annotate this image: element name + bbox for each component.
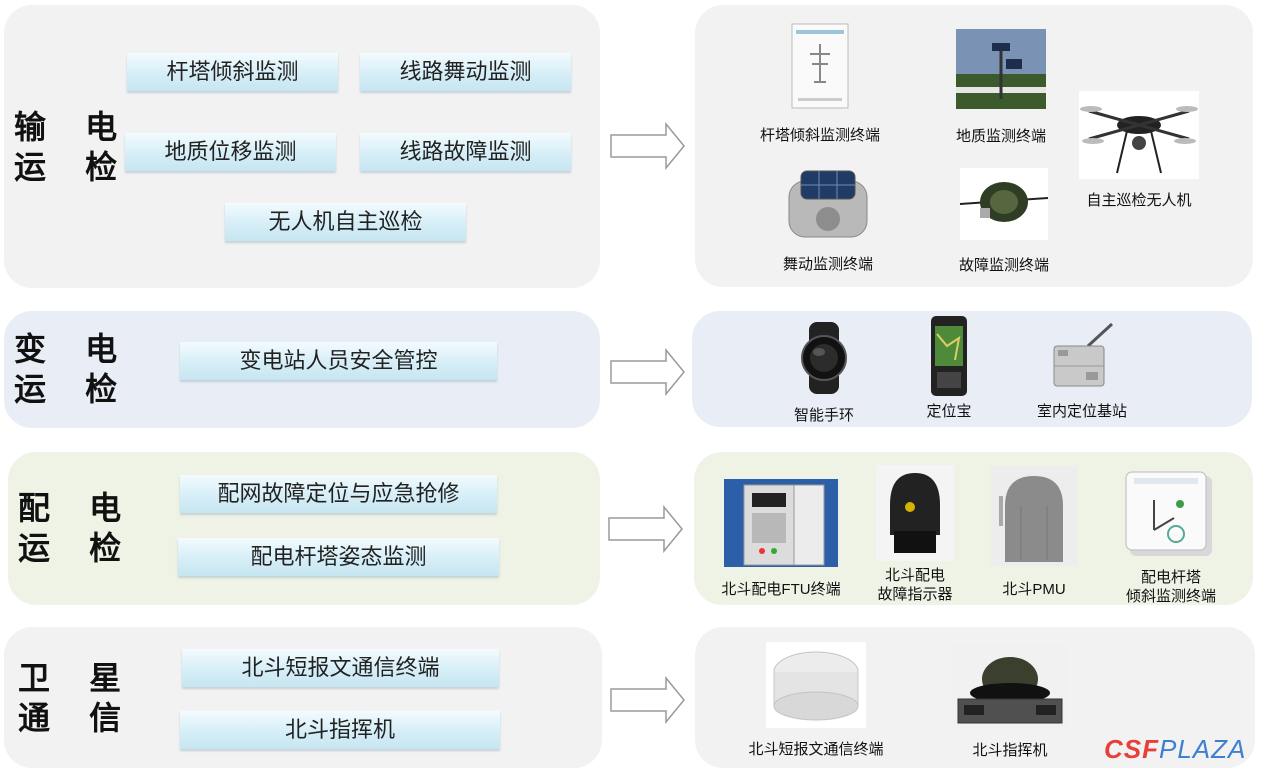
locator-image — [931, 316, 967, 396]
device-short-message-terminal: 北斗短报文通信终端 — [748, 642, 884, 758]
device-label: 故障监测终端 — [958, 257, 1049, 274]
flow-arrow-right — [608, 505, 683, 553]
solar-sensor-image — [788, 170, 868, 238]
cabinet-image — [791, 23, 849, 109]
device-indoor-base-station: 室内定位基站 — [1037, 322, 1127, 420]
pole-tilt-sensor-image — [1125, 471, 1212, 556]
ftu-cabinet-image — [724, 479, 838, 567]
function-tag: 配电杆塔姿态监测 — [178, 538, 499, 576]
device-label: 北斗配电 故障指示器 — [877, 567, 953, 603]
watermark-logo: CSFPLAZA — [1104, 734, 1247, 764]
device-label: 智能手环 — [793, 407, 854, 424]
function-tag: 杆塔倾斜监测 — [127, 53, 338, 91]
device-label: 舞动监测终端 — [782, 256, 873, 273]
short-message-terminal-image — [766, 642, 866, 728]
function-tag: 北斗指挥机 — [180, 711, 500, 749]
device-fault-terminal: 故障监测终端 — [959, 168, 1049, 274]
device-pmu: 北斗PMU — [991, 466, 1077, 598]
function-tag: 配网故障定位与应急抢修 — [180, 475, 497, 513]
device-galloping-terminal: 舞动监测终端 — [783, 167, 873, 273]
fault-indicator-image — [876, 465, 954, 561]
section-title-distribution: 配 电 运 检 — [18, 489, 136, 567]
section-devices-substation — [692, 311, 1252, 427]
flow-arrow-right — [610, 122, 685, 170]
device-geological-terminal: 地质监测终端 — [956, 29, 1046, 145]
device-label: 室内定位基站 — [1036, 403, 1127, 420]
device-label: 定位宝 — [926, 403, 972, 420]
device-label: 配电杆塔 倾斜监测终端 — [1125, 569, 1216, 605]
device-label: 北斗配电FTU终端 — [721, 581, 841, 598]
pmu-image — [991, 466, 1077, 566]
device-label: 北斗PMU — [1002, 581, 1066, 598]
geological-station-image — [956, 29, 1046, 109]
function-tag: 无人机自主巡检 — [225, 203, 466, 241]
command-machine-image — [952, 645, 1068, 729]
flow-arrow-right — [610, 676, 685, 724]
fault-sensor-image — [960, 168, 1048, 240]
device-label: 杆塔倾斜监测终端 — [759, 127, 880, 144]
device-fault-indicator: 北斗配电 故障指示器 — [876, 465, 954, 603]
device-tower-tilt-terminal: 杆塔倾斜监测终端 — [760, 22, 880, 144]
device-locator: 定位宝 — [924, 316, 974, 420]
section-title-substation: 变 电 运 检 — [14, 330, 132, 408]
device-command-machine: 北斗指挥机 — [952, 645, 1068, 759]
section-title-transmission: 输 电 运 检 — [14, 108, 132, 186]
device-label: 北斗指挥机 — [972, 742, 1048, 759]
function-tag: 北斗短报文通信终端 — [182, 649, 499, 687]
drone-image — [1079, 91, 1199, 179]
device-label: 北斗短报文通信终端 — [748, 741, 884, 758]
device-label: 地质监测终端 — [955, 128, 1046, 145]
device-label: 自主巡检无人机 — [1086, 192, 1192, 209]
device-smart-band: 智能手环 — [789, 322, 859, 424]
device-drone: 自主巡检无人机 — [1079, 91, 1199, 209]
function-tag: 变电站人员安全管控 — [180, 342, 497, 380]
base-station-image — [1053, 322, 1114, 387]
section-title-satellite: 卫 星 通 信 — [18, 659, 136, 737]
function-tag: 地质位移监测 — [125, 133, 336, 171]
function-tag: 线路故障监测 — [360, 133, 571, 171]
wristband-image — [801, 322, 847, 394]
flow-arrow-right — [610, 348, 685, 396]
device-ftu-terminal: 北斗配电FTU终端 — [721, 479, 841, 598]
function-tag: 线路舞动监测 — [360, 53, 571, 91]
device-pole-tilt-terminal: 配电杆塔 倾斜监测终端 — [1124, 470, 1218, 605]
